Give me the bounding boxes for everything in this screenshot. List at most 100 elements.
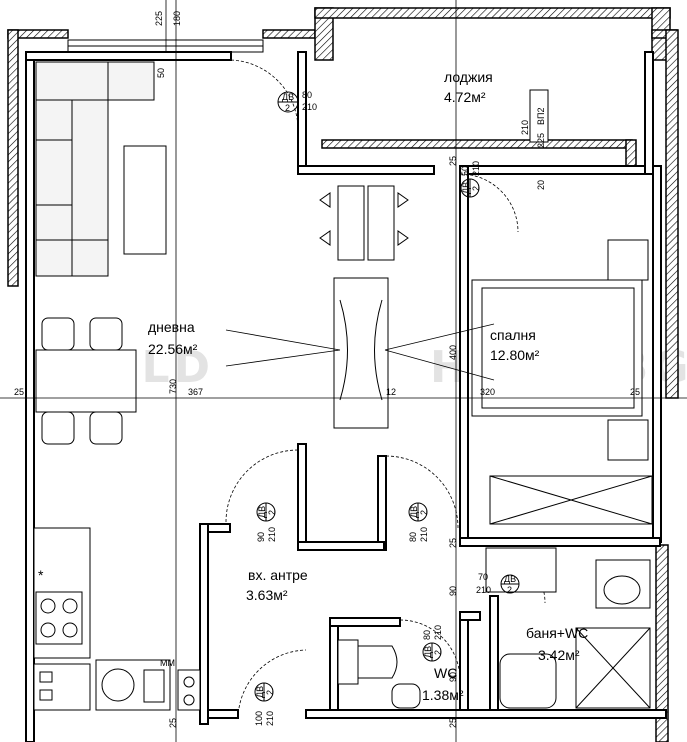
loggia-area: 4.72м² [444,89,486,105]
nightstand-bottom [607,419,649,461]
svg-text:ДВ: ДВ [461,182,471,194]
svg-text:20: 20 [536,180,546,190]
svg-text:2: 2 [265,690,275,695]
door-tag-bedroom: ДВ 2 80 210 [408,502,429,542]
wardrobes [319,185,409,429]
svg-text:100: 100 [254,711,264,726]
wc-sink [391,683,421,709]
svg-text:50: 50 [156,68,166,78]
wc-name: WC [434,665,457,681]
bath-toilet [595,559,651,609]
svg-text:730: 730 [168,379,178,394]
door-tag-entry: ДВ 2 100 210 [254,682,275,726]
svg-text:ДВ: ДВ [409,506,419,518]
fridge-mark: * [38,567,44,583]
svg-text:225: 225 [536,133,546,148]
svg-text:12: 12 [386,387,396,397]
svg-text:225: 225 [154,11,164,26]
wall-left-upper [7,29,19,287]
wall-loggia-top [314,7,671,19]
svg-text:90: 90 [256,532,266,542]
exterior-walls [7,7,679,742]
svg-text:2: 2 [419,510,429,515]
loggia-window: ВП2 210 225 20 [520,89,549,190]
room-labels: лоджия 4.72м² дневна 22.56м² спалня 12.8… [148,69,588,703]
svg-text:210: 210 [433,625,443,640]
svg-text:210: 210 [302,102,317,112]
hall-area: 3.63м² [246,587,288,603]
wc-toilet [357,645,398,679]
svg-text:90: 90 [448,586,458,596]
svg-text:ДВ: ДВ [423,646,433,658]
coffee-table [123,145,167,255]
bathroom-fixtures [485,547,651,709]
door-tag-loggia: ДВ 2 80 210 [277,90,317,113]
door-arc-wc [399,619,461,681]
svg-text:ДВ: ДВ [255,686,265,698]
svg-text:80: 80 [408,532,418,542]
bedroom-name: спалня [490,327,536,343]
svg-text:50: 50 [460,166,470,176]
door-tag-bedroom-loggia: ДВ 2 50 210 [460,161,481,198]
svg-text:25: 25 [448,156,458,166]
kitchen: * MM [33,527,201,711]
svg-text:2: 2 [507,585,512,595]
bath-area: 3.42м² [538,647,580,663]
svg-text:70: 70 [478,572,488,582]
living-name: дневна [148,319,195,335]
door-arc-living [225,449,299,523]
svg-text:210: 210 [520,120,530,135]
svg-text:180: 180 [172,11,182,26]
window-tag: ВП2 [536,108,546,125]
wc-fixtures [337,639,421,709]
svg-text:25: 25 [630,387,640,397]
loggia-name: лоджия [444,69,493,85]
svg-text:2: 2 [471,186,481,191]
svg-text:210: 210 [419,527,429,542]
svg-text:25: 25 [448,718,458,728]
wall-right [665,29,679,399]
wall-right-lower [655,544,669,742]
svg-text:210: 210 [267,527,277,542]
bedroom-area: 12.80м² [490,347,540,363]
hall-name: вх. антре [248,567,308,583]
wc-area: 1.38м² [422,687,464,703]
svg-text:ДВ: ДВ [257,506,267,518]
door-tag-bath: ДВ 2 70 210 [476,572,520,595]
svg-text:210: 210 [476,585,491,595]
svg-text:ДВ: ДВ [282,92,294,102]
bath-name: баня+WC [526,625,588,641]
washing-machine [485,547,557,593]
door-arc-bedroom [385,455,459,529]
svg-text:210: 210 [471,161,481,176]
door-arc-bedroom-loggia [459,173,519,233]
svg-text:2: 2 [267,510,277,515]
living-area: 22.56м² [148,341,198,357]
svg-text:2: 2 [433,650,443,655]
svg-text:80: 80 [422,630,432,640]
meter-label: MM [160,658,175,668]
svg-text:2: 2 [285,103,290,113]
svg-text:25: 25 [448,538,458,548]
wall-top-middle [262,29,316,39]
door-arc-loggia [230,59,299,129]
dimension-texts: 225 180 50 25 367 730 12 320 25 400 25 9… [14,11,640,728]
nightstand-top [607,239,649,281]
svg-text:90: 90 [448,672,458,682]
svg-text:210: 210 [265,711,275,726]
door-tag-living: ДВ 2 90 210 [256,502,277,542]
window-vp2 [529,89,549,143]
sink-bowl [101,668,135,702]
svg-text:80: 80 [302,90,312,100]
dining-set [35,317,137,445]
wall-loggia-bottom [321,139,633,149]
svg-text:25: 25 [14,387,24,397]
svg-text:367: 367 [188,387,203,397]
svg-text:25: 25 [168,718,178,728]
bath-sink [499,653,557,709]
bedroom-furniture [471,239,653,525]
top-window [67,39,264,53]
door-tag-wc: ДВ 2 80 210 [422,625,443,662]
